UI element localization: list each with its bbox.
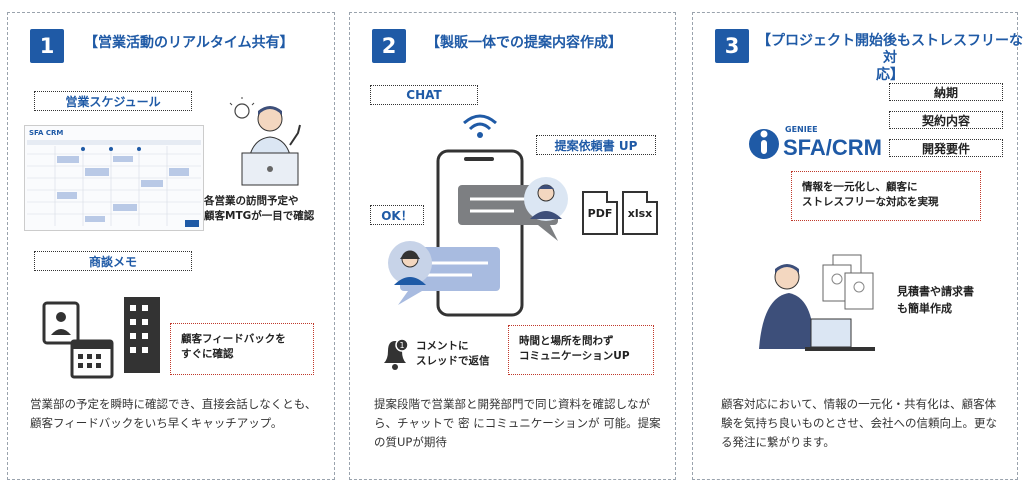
svg-text:1: 1 bbox=[399, 341, 404, 350]
panel-post-project: 3 【プロジェクト開始後もストレスフリーな対 応】 納期 契約内容 開発要件 G… bbox=[692, 12, 1023, 480]
label-proposal-upload: 提案依頼書 UP bbox=[536, 135, 656, 155]
comment-thread-caption: コメントに スレッドで返信 bbox=[416, 340, 490, 367]
panel-body: 顧客対応において、情報の一元化・共有化は、顧客体験を気持ち良いものとさせ、会社へ… bbox=[721, 397, 997, 449]
panel-realtime-sharing: 1 【営業活動のリアルタイム共有】 営業スケジュール SFA CRM bbox=[7, 12, 335, 480]
step-number: 2 bbox=[372, 29, 406, 63]
app-logo: SFA CRM bbox=[29, 129, 64, 137]
businessman-laptop-illustration bbox=[229, 97, 301, 186]
tag-delivery: 納期 bbox=[889, 83, 1003, 101]
feedback-box: 顧客フィードバックを すぐに確認 bbox=[170, 323, 314, 375]
step-number: 3 bbox=[715, 29, 749, 63]
logo-sfa-crm-text: SFA/CRM bbox=[783, 135, 882, 160]
panel-title: 【製販一体での提案内容作成】 bbox=[426, 35, 622, 51]
contact-calendar-building-icons bbox=[42, 297, 160, 379]
schedule-screenshot: SFA CRM bbox=[24, 125, 204, 231]
panel-title: 【プロジェクト開始後もストレスフリーな対 応】 bbox=[757, 33, 1023, 83]
panel-body: 提案段階で営業部と開発部門で同じ資料を確認しながら、チャットで 密 にコミュニケ… bbox=[374, 397, 661, 449]
step-number: 1 bbox=[30, 29, 64, 63]
man-phone-avatar bbox=[524, 177, 568, 221]
logo-geniee-text: GENIEE bbox=[785, 125, 818, 134]
schedule-grid bbox=[27, 140, 201, 227]
label-meeting-memo: 商談メモ bbox=[34, 251, 192, 271]
geniee-logo-icon bbox=[749, 129, 779, 159]
unify-info-box: 情報を一元化し、顧客に ストレスフリーな対応を実現 bbox=[791, 171, 981, 221]
panel-title: 【営業活動のリアルタイム共有】 bbox=[84, 35, 294, 51]
tag-contract: 契約内容 bbox=[889, 111, 1003, 129]
label-chat: CHAT bbox=[370, 85, 478, 105]
xlsx-file-icon: xlsx bbox=[622, 191, 658, 235]
woman-headset-avatar bbox=[388, 241, 432, 285]
panel-body: 営業部の予定を瞬時に確認でき、直接会話しなくとも、顧客フィードバックをいち早くキ… bbox=[30, 397, 317, 430]
label-sales-schedule: 営業スケジュール bbox=[34, 91, 192, 111]
tag-requirements: 開発要件 bbox=[889, 139, 1003, 157]
caption-visit: 各営業の訪問予定や 顧客MTGが一目で確認 bbox=[204, 195, 315, 222]
label-ok: OK！ bbox=[370, 205, 424, 225]
anytime-communication-box: 時間と場所を問わず コミュニケーションUP bbox=[508, 325, 654, 375]
pdf-file-icon: PDF bbox=[582, 191, 618, 235]
bell-icon: 1 bbox=[384, 338, 409, 370]
quote-invoice-caption: 見積書や請求書 も簡単作成 bbox=[897, 285, 974, 315]
panel-proposal-creation: 2 【製販一体での提案内容作成】 CHAT OK！ 提案依頼書 UP PD bbox=[349, 12, 676, 480]
man-laptop-documents-illustration bbox=[759, 254, 875, 351]
wifi-icon bbox=[463, 114, 497, 138]
